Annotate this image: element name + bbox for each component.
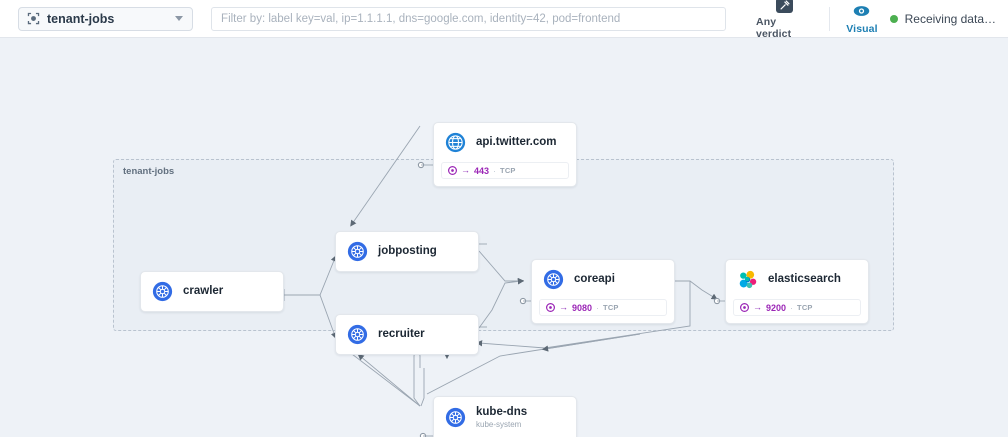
port-direction-arrow: →: [559, 302, 568, 312]
node-header: kube-dns kube-system: [434, 397, 576, 437]
elasticsearch-icon: [739, 270, 757, 289]
edge-coreapi-elastic: [675, 280, 718, 300]
node-coreapi[interactable]: coreapi → 9080 · TCP: [531, 259, 675, 324]
node-recruiter[interactable]: recruiter: [335, 314, 479, 355]
edge-jobposting-twitter: [350, 125, 421, 227]
node-title-block: recruiter: [378, 328, 425, 341]
chevron-down-icon: [175, 16, 184, 21]
status-dot-icon: [889, 14, 898, 23]
node-jobposting[interactable]: jobposting: [335, 231, 479, 272]
verdict-filter-button[interactable]: Any verdict: [744, 0, 825, 40]
port-separator: ·: [790, 302, 794, 313]
port-number: 9200: [766, 302, 787, 313]
node-header: elasticsearch: [726, 260, 868, 299]
edge-jobposting-coreapi: [478, 250, 525, 285]
port-icon: [546, 303, 555, 312]
edge-kubedns-in-a: [413, 368, 421, 407]
namespace-icon: [27, 12, 40, 25]
node-header: coreapi: [532, 260, 674, 299]
node-title: jobposting: [378, 244, 437, 257]
node-title-block: kube-dns kube-system: [476, 406, 527, 429]
port-direction-arrow: →: [753, 302, 762, 312]
node-title-block: coreapi: [574, 273, 615, 286]
filter-field-wrapper: [211, 6, 727, 31]
port-row[interactable]: → 9080 · TCP: [539, 299, 667, 316]
port-separator: ·: [596, 302, 600, 313]
toolbar-divider: [829, 6, 831, 31]
port-number: 443: [474, 165, 490, 176]
port-protocol: TCP: [603, 303, 619, 312]
node-elasticsearch[interactable]: elasticsearch → 9200 · TCP: [725, 259, 869, 324]
node-header: jobposting: [336, 232, 478, 271]
edge-recruiter-coreapi: [478, 278, 525, 329]
port-row[interactable]: → 9200 · TCP: [733, 299, 861, 316]
port-number: 9080: [572, 302, 593, 313]
port-direction-arrow: →: [461, 165, 470, 175]
port-separator: ·: [493, 165, 497, 176]
node-title: kube-dns: [476, 406, 528, 418]
node-title: coreapi: [574, 272, 615, 285]
edge-kubedns-left-diag: [345, 349, 421, 407]
node-ports: → 9200 · TCP: [726, 299, 868, 323]
port-row[interactable]: → 443 · TCP: [441, 162, 569, 179]
edge-elastic-recruiter: [475, 281, 691, 349]
filter-input[interactable]: [211, 6, 727, 31]
node-title-block: api.twitter.com: [476, 136, 557, 149]
visual-mode-label: Visual: [846, 22, 878, 35]
kubernetes-icon: [347, 241, 368, 262]
edge-kubedns-recruiter-diag: [357, 353, 421, 407]
port-protocol: TCP: [797, 303, 813, 312]
node-title-block: elasticsearch: [768, 273, 841, 286]
port-icon: [740, 303, 749, 312]
edge-kubedns-right-arrow: [541, 333, 641, 352]
edge-crawler-jobposting: [284, 255, 337, 296]
kubernetes-icon: [543, 269, 564, 290]
kubernetes-icon: [347, 324, 368, 345]
node-header: crawler: [141, 272, 283, 311]
namespace-selector[interactable]: tenant-jobs: [18, 6, 194, 31]
edge-kubedns-in-b: [420, 368, 425, 407]
visual-mode-button[interactable]: Visual: [834, 0, 889, 38]
edge-endpoint-kubedns: [419, 432, 427, 437]
edge-layer: [283, 125, 725, 437]
node-kube-dns[interactable]: kube-dns kube-system → 53 · UDP: [433, 396, 577, 437]
service-map-canvas[interactable]: tenant-jobs: [0, 38, 1008, 437]
edge-crawler-recruiter: [284, 294, 337, 339]
port-icon: [448, 166, 457, 175]
node-title: elasticsearch: [768, 272, 841, 285]
port-protocol: TCP: [500, 166, 516, 175]
status-text: Receiving data…: [904, 11, 996, 26]
node-api-twitter-com[interactable]: api.twitter.com → 443 · TCP: [433, 122, 577, 187]
globe-icon: [445, 132, 466, 153]
connection-status: Receiving data…: [889, 11, 996, 26]
eye-icon: [853, 3, 870, 20]
node-crawler[interactable]: crawler: [140, 271, 284, 312]
kubernetes-icon: [152, 281, 173, 302]
node-title-block: crawler: [183, 285, 223, 298]
node-title: api.twitter.com: [476, 135, 557, 148]
node-ports: → 9080 · TCP: [532, 299, 674, 323]
node-ports: → 443 · TCP: [434, 162, 576, 186]
node-subtitle: kube-system: [476, 420, 522, 430]
namespace-group-label: tenant-jobs: [123, 166, 175, 177]
node-title: recruiter: [378, 327, 425, 340]
node-header: recruiter: [336, 315, 478, 354]
toolbar: tenant-jobs Any verdict: [0, 0, 1008, 40]
verdict-filter-label: Any verdict: [756, 15, 792, 40]
namespace-label: tenant-jobs: [47, 11, 115, 26]
gavel-icon: [776, 0, 794, 13]
node-title: crawler: [183, 284, 224, 297]
kubernetes-icon: [445, 407, 466, 428]
node-header: api.twitter.com: [434, 123, 576, 162]
node-title-block: jobposting: [378, 245, 437, 258]
